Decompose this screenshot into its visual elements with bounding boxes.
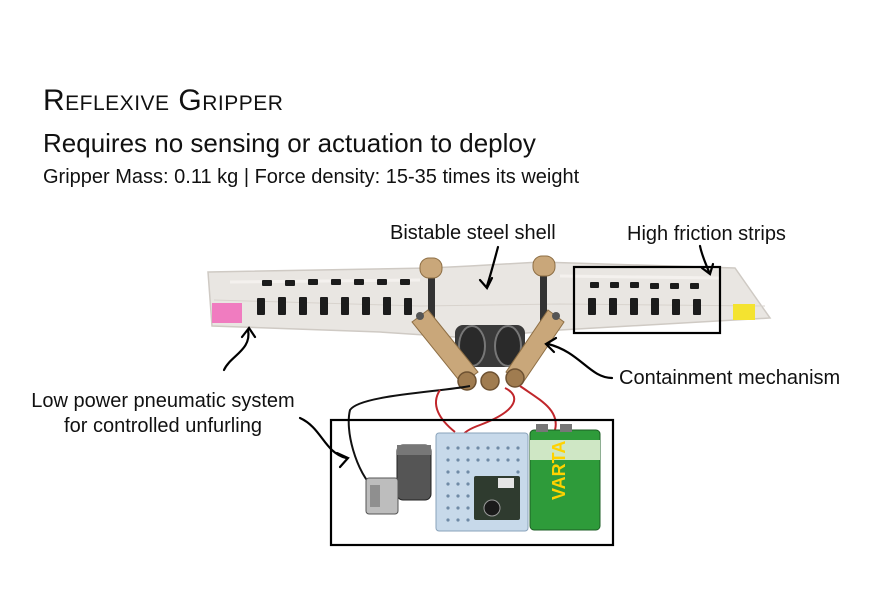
- sleeve-arrowhead: [240, 326, 257, 339]
- containment-arrow: [546, 342, 614, 380]
- shell-arrowhead: [478, 276, 494, 290]
- callout-arrows: [222, 244, 715, 469]
- gripper-specs: Gripper Mass: 0.11 kg | Force density: 1…: [43, 166, 580, 188]
- circuit-board: [435, 432, 529, 532]
- strips-arrow: [698, 244, 711, 274]
- friction-strips-box: [572, 265, 722, 335]
- battery-brand: VARTA: [549, 441, 569, 500]
- friction-strips-left: [257, 279, 412, 315]
- callout-pneumatic-line1: Low power pneumatic system: [31, 390, 295, 412]
- pneumatic-system-box: [329, 418, 615, 547]
- callout-pneumatic-line2: for controlled unfurling: [64, 415, 262, 437]
- pink-end-tab: [212, 303, 242, 323]
- strips-arrowhead: [700, 262, 715, 276]
- containment-arrowhead: [544, 336, 558, 354]
- slide-title: Reflexive Gripper: [43, 84, 284, 117]
- sleeve-arrow: [222, 328, 250, 372]
- battery: VARTA: [529, 424, 601, 531]
- containment-mechanism: [411, 255, 565, 391]
- friction-strips-right: [588, 282, 701, 315]
- callout-pneumatic: Low power pneumatic system for controlle…: [8, 389, 318, 439]
- pneumatic-arrowhead: [335, 451, 350, 469]
- callout-containment: Containment mechanism: [619, 367, 841, 389]
- yellow-end-tab: [733, 304, 755, 320]
- gripper-shell: [207, 261, 772, 339]
- callout-strips: High friction strips: [627, 223, 786, 245]
- pneumatic-arrow: [298, 416, 348, 460]
- shell-arrow: [485, 245, 500, 288]
- slide-subtitle: Requires no sensing or actuation to depl…: [43, 128, 536, 158]
- pneumatic-pump: [365, 444, 432, 515]
- callout-shell: Bistable steel shell: [390, 222, 556, 244]
